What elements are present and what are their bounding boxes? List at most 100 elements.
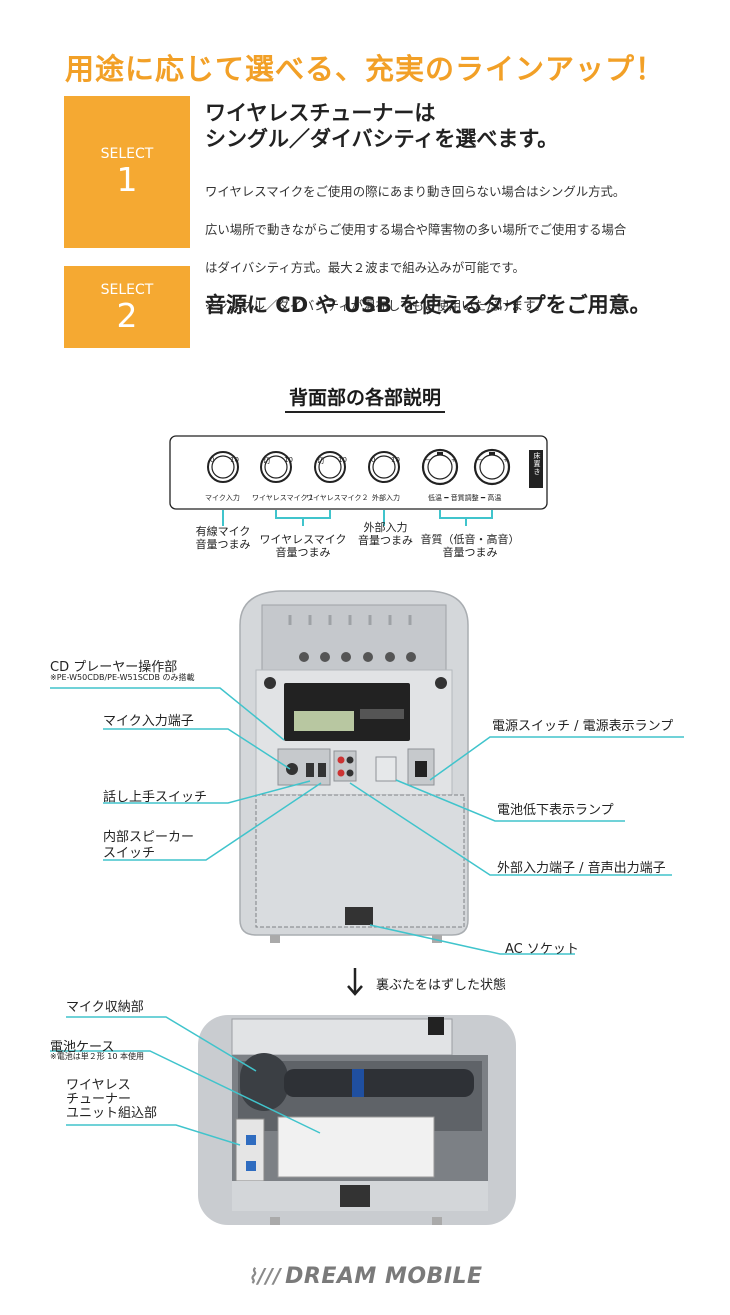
label-wireless-2: ワイヤレスマイク２ [306, 494, 369, 502]
caption-wired-mic-b: 音量つまみ [195, 538, 251, 551]
callout-cd-player: CD プレーヤー操作部 [50, 660, 178, 675]
callout-tuner-b: チューナー [66, 1092, 132, 1107]
caption-tone: 音質（低音・高音）音量つまみ [420, 533, 520, 559]
label-external: 外部入力 [372, 494, 400, 502]
caption-tone-b: 音量つまみ [442, 546, 498, 559]
floor-switch [529, 450, 543, 488]
rear-unit-illustration [50, 590, 684, 955]
section-title-text: 背面部の各部説明 [284, 387, 445, 413]
scale-k6-max: + [503, 456, 509, 464]
knob-tone-low [421, 448, 459, 486]
mic-jack [286, 763, 298, 775]
scale-k5-min: − [425, 456, 431, 464]
callout-speaker-switch: 内部スピーカー スイッチ [103, 830, 194, 862]
control-panel-diagram [169, 435, 548, 526]
select-1-heading-line2: シングル／ダイバシティを選べます。 [205, 127, 559, 151]
page-title: 用途に応じて選べる、充実のラインアップ！ [64, 52, 665, 86]
rear-leaders [50, 687, 684, 955]
caption-tone-a: 音質（低音・高音） [420, 533, 520, 546]
select-1-badge: SELECT 1 [64, 96, 190, 248]
screw-left [264, 677, 276, 689]
scale-k1-max: 10 [230, 456, 239, 464]
scale-k6-min: − [477, 456, 483, 464]
callout-mic-input: マイク入力端子 [103, 714, 194, 729]
scale-k4-max: 10 [391, 456, 400, 464]
callout-battery-note: ※電池は単２形 10 本使用 [50, 1052, 144, 1061]
top-knobs [299, 652, 416, 662]
top-handle-recess [261, 604, 447, 671]
select-1-desc-line1: ワイヤレスマイクをご使用の際にあまり動き回らない場合はシングル方式。 [205, 184, 626, 199]
brand-logo: ⌇///DREAM MOBILE [0, 1264, 730, 1289]
callout-talk-switch: 話し上手スイッチ [103, 790, 208, 805]
ac-socket-open [340, 1185, 370, 1207]
brand-logo-text: DREAM MOBILE [285, 1264, 483, 1289]
arrow-caption: 裏ぶたをはずした状態 [376, 978, 507, 993]
label-mic-input: マイク入力 [205, 494, 240, 502]
select-2-badge: SELECT 2 [64, 266, 190, 348]
vent-slots [288, 615, 412, 625]
caption-external-a: 外部入力 [363, 521, 408, 534]
select-1-number: 1 [116, 160, 138, 199]
callout-speaker-b: スイッチ [103, 846, 156, 861]
scale-k5-max: + [451, 456, 457, 464]
rear-cover [255, 794, 465, 928]
knob-wireless-1 [260, 451, 292, 483]
label-floor: 床置き [533, 452, 541, 476]
scale-k2-min: 切 [263, 457, 270, 465]
battery-case [277, 1116, 435, 1178]
scale-k3-min: 切 [317, 457, 324, 465]
callout-external: 外部入力端子 / 音声出力端子 [497, 861, 666, 876]
caption-wireless-mic-b: 音量つまみ [275, 546, 331, 559]
callout-battery-lamp: 電池低下表示ランプ [497, 803, 614, 818]
battery-lamp-box [375, 756, 397, 782]
select-1-heading-line1: ワイヤレスチューナーは [205, 101, 436, 125]
mic-body [284, 1069, 474, 1097]
caption-external: 外部入力音量つまみ [353, 521, 418, 547]
caption-wired-mic: 有線マイク音量つまみ [188, 525, 258, 551]
scale-k4-min: 0 [371, 456, 376, 464]
callout-mic-storage: マイク収納部 [66, 1000, 144, 1015]
screw-right [435, 677, 447, 689]
callout-tuner-c: ユニット組込部 [66, 1106, 158, 1121]
knob-tone-high [473, 448, 511, 486]
callout-cd-note: ※PE-W50CDB/PE-W51SCDB のみ搭載 [50, 673, 195, 682]
ac-socket [345, 907, 373, 925]
tuner-unit [235, 1118, 265, 1182]
caption-wireless-mic: ワイヤレスマイク音量つまみ [253, 533, 353, 559]
callout-speaker-a: 内部スピーカー [103, 830, 195, 845]
select-2-label: SELECT [100, 282, 154, 298]
select-1-label: SELECT [100, 146, 154, 162]
knob-wireless-2 [314, 451, 346, 483]
power-switch [415, 761, 427, 777]
label-wireless-1: ワイヤレスマイク１ [252, 494, 315, 502]
ext-jack-block [333, 750, 357, 782]
callout-power: 電源スイッチ / 電源表示ランプ [492, 719, 674, 734]
label-tone: 低温 ━ 音質調整 ━ 高温 [428, 494, 502, 502]
brand-logo-mark: ⌇/// [247, 1264, 282, 1288]
caption-wired-mic-a: 有線マイク [195, 525, 251, 538]
select-1-desc-line4: ※シングル／ダイバシティが混在してもご使用いただけます。 [205, 298, 547, 313]
section-title: 背面部の各部説明 [0, 383, 730, 413]
cd-buttons [360, 709, 404, 719]
callout-tuner-a: ワイヤレス [66, 1078, 131, 1093]
select-2-number: 2 [116, 296, 138, 335]
select-2-heading: 音源に CD や USB を使えるタイプをご用意。 [205, 293, 651, 317]
speaker-switch [318, 763, 326, 777]
mic-head [240, 1053, 288, 1111]
callout-ac-socket: AC ソケット [505, 942, 579, 957]
select-1-desc-line2: 広い場所で動きながらご使用する場合や障害物の多い場所でご使用する場合 [205, 222, 627, 237]
talk-switch [306, 763, 314, 777]
caption-wireless-mic-a: ワイヤレスマイク [259, 533, 347, 546]
panel-leaders [222, 510, 493, 526]
callout-battery-case: 電池ケース [50, 1040, 115, 1055]
down-arrow-icon [347, 968, 363, 996]
knob-mic [207, 451, 239, 483]
cd-display [294, 711, 354, 731]
scale-k3-max: 10 [338, 456, 347, 464]
select-1-heading: ワイヤレスチューナーは シングル／ダイバシティを選べます。 [205, 100, 558, 152]
callout-tuner-unit: ワイヤレス チューナー ユニット組込部 [66, 1079, 157, 1121]
open-leaders [50, 1016, 321, 1146]
knob-external [368, 451, 400, 483]
select-1-description: ワイヤレスマイクをご使用の際にあまり動き回らない場合はシングル方式。 広い場所で… [205, 163, 685, 334]
open-unit-illustration [50, 1015, 516, 1225]
